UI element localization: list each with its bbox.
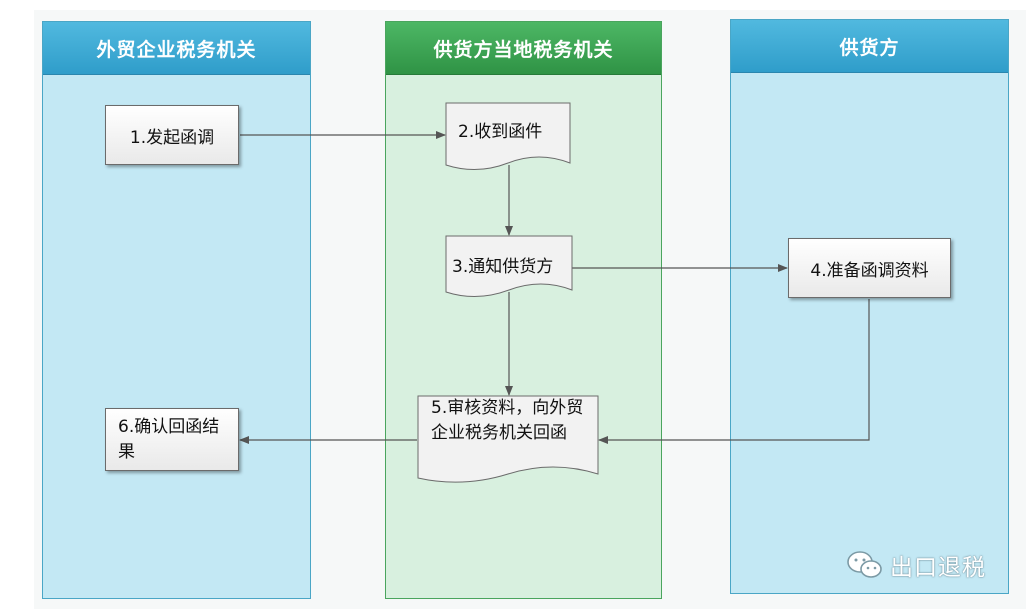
swimlane-header: 外贸企业税务机关 [43, 22, 310, 75]
document-shape [445, 102, 571, 171]
wechat-icon [847, 551, 882, 578]
brand-text: 出口退税 [890, 555, 986, 581]
watermark-brand: 出口退税 [846, 548, 986, 582]
node-label: 5.审核资料，向外贸企业税务机关回函 [431, 398, 584, 443]
process-node-initiate-inquiry: 1.发起函调 [105, 105, 239, 165]
document-node-notify-supplier: 3.通知供货方 [445, 235, 573, 298]
node-label: 3.通知供货方 [452, 257, 554, 277]
document-node-receive-letter: 2.收到函件 [445, 102, 571, 173]
swimlane-header: 供货方 [731, 20, 1008, 73]
process-node-prepare-materials: 4.准备函调资料 [788, 238, 951, 298]
arrow-n4-to-n5 [598, 299, 870, 444]
document-shape [417, 395, 599, 483]
node-label: 6.确认回函结果 [118, 417, 220, 462]
document-node-review-and-reply: 5.审核资料，向外贸企业税务机关回函 [417, 395, 599, 484]
swimlane-header: 供货方当地税务机关 [386, 22, 661, 75]
process-node-confirm-reply-result: 6.确认回函结果 [105, 408, 239, 471]
node-label: 4.准备函调资料 [810, 260, 929, 281]
node-label: 2.收到函件 [458, 122, 543, 142]
node-label: 1.发起函调 [129, 127, 215, 148]
document-shape [445, 235, 573, 298]
